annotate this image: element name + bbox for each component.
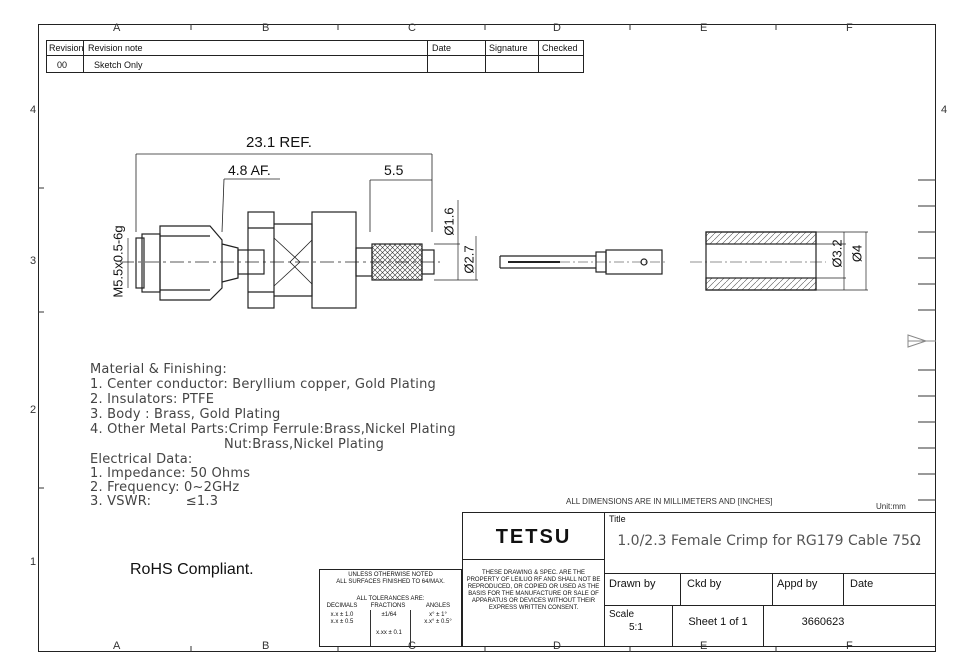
zone-bottom-a: A	[113, 640, 121, 652]
drawing-frame	[38, 24, 936, 652]
rohs-label: RoHS Compliant.	[130, 561, 254, 578]
electrical-line-1: 1. Impedance: 50 Ohms	[90, 466, 251, 481]
tol-angles: ANGLES	[425, 603, 451, 609]
tol-ang-2: x.x° ± 0.5°	[424, 619, 452, 625]
electrical-line-2: 2. Frequency: 0~2GHz	[90, 480, 240, 495]
title-box: Title 1.0/2.3 Female Crimp for RG179 Cab…	[604, 512, 936, 574]
disclaimer-box: THESE DRAWING & SPEC. ARE THE PROPERTY O…	[462, 559, 605, 647]
zone-top-b: B	[262, 22, 270, 34]
company-box: TETSU	[462, 512, 605, 560]
dim-d3-label: Ø3.2	[829, 239, 845, 268]
zone-top-e: E	[700, 22, 708, 34]
electrical-line-3: 3. VSWR: ≤1.3	[90, 494, 219, 509]
tol-ang-1: x° ± 1°	[429, 612, 447, 618]
electrical-notes: Electrical Data: 1. Impedance: 50 Ohms 2…	[90, 453, 250, 509]
tol-frac-2: x.xx ± 0.1	[376, 630, 402, 636]
units-label: Unit:mm	[876, 502, 906, 511]
scale-cell: Scale 5:1	[604, 605, 673, 647]
sheet-cell: Sheet 1 of 1	[672, 605, 764, 647]
company-logo: TETSU	[495, 526, 572, 548]
title-value: 1.0/2.3 Female Crimp for RG179 Cable 75Ω	[617, 533, 921, 549]
material-line-4: 4. Other Metal Parts:Crimp Ferrule:Brass…	[90, 422, 456, 437]
zone-left-2: 2	[30, 404, 37, 416]
part-number: 3660623	[801, 616, 845, 628]
material-line-3: 3. Body : Brass, Gold Plating	[90, 407, 281, 422]
tol-fractions: FRACTIONS	[370, 603, 406, 609]
zone-top-a: A	[113, 22, 121, 34]
dim-d1-label: Ø1.6	[441, 207, 457, 236]
material-line-1: 1. Center conductor: Beryllium copper, G…	[90, 377, 436, 392]
material-notes: Material & Finishing: 1. Center conducto…	[90, 362, 456, 452]
appd-by-label: Appd by	[777, 578, 818, 590]
material-line-2: 2. Insulators: PTFE	[90, 392, 215, 407]
tol-line-3: ALL TOLERANCES ARE:	[356, 596, 425, 602]
disclaimer-text: THESE DRAWING & SPEC. ARE THE PROPERTY O…	[466, 570, 601, 611]
zone-left-4: 4	[30, 104, 37, 116]
zone-top-d: D	[553, 22, 561, 34]
appd-by-cell: Appd by	[772, 573, 844, 606]
tol-divider-2	[410, 610, 411, 646]
tol-line-1: UNLESS OTHERWISE NOTED	[348, 572, 433, 578]
drawn-by-cell: Drawn by	[604, 573, 681, 606]
tol-frac-1: ±1/64	[381, 612, 397, 618]
material-line-5: Nut:Brass,Nickel Plating	[224, 437, 385, 452]
part-number-cell: 3660623	[763, 605, 936, 647]
drawn-by-label: Drawn by	[609, 578, 656, 590]
zone-left-3: 3	[30, 255, 37, 267]
rev-row-checked	[538, 55, 584, 73]
scale-value: 5:1	[629, 622, 643, 633]
tol-dec-1: x.x ± 1.0	[330, 612, 354, 618]
zone-bottom-b: B	[262, 640, 270, 652]
tol-decimals: DECIMALS	[326, 603, 358, 609]
date-cell: Date	[843, 573, 936, 606]
tol-divider-1	[370, 610, 371, 646]
dim-af-label: 4.8 AF.	[228, 162, 271, 178]
ckd-by-cell: Ckd by	[680, 573, 773, 606]
ckd-by-label: Ckd by	[687, 578, 722, 590]
dim-d2-label: Ø2.7	[461, 245, 477, 274]
electrical-heading: Electrical Data:	[90, 452, 193, 467]
material-heading: Material & Finishing:	[90, 362, 227, 377]
zone-right-4: 4	[941, 104, 948, 116]
dim-length-label: 5.5	[384, 162, 404, 178]
sheet-label: Sheet 1 of 1	[688, 616, 748, 628]
title-label: Title	[609, 514, 626, 524]
zone-top-c: C	[408, 22, 416, 34]
dim-thread-label: M5.5x0.5-6g	[110, 225, 126, 298]
tolerance-block: UNLESS OTHERWISE NOTED ALL SURFACES FINI…	[319, 569, 462, 647]
date-label: Date	[850, 578, 874, 590]
tol-dec-2: x.x ± 0.5	[330, 619, 354, 625]
zone-left-1: 1	[30, 556, 37, 568]
scale-label: Scale	[609, 609, 635, 620]
units-note: ALL DIMENSIONS ARE IN MILLIMETERS AND [I…	[566, 497, 773, 506]
dim-d4-label: Ø4	[849, 244, 865, 263]
tol-line-2: ALL SURFACES FINISHED TO 64/MAX.	[336, 579, 445, 585]
zone-top-f: F	[846, 22, 853, 34]
dim-overall-label: 23.1 REF.	[246, 134, 312, 151]
